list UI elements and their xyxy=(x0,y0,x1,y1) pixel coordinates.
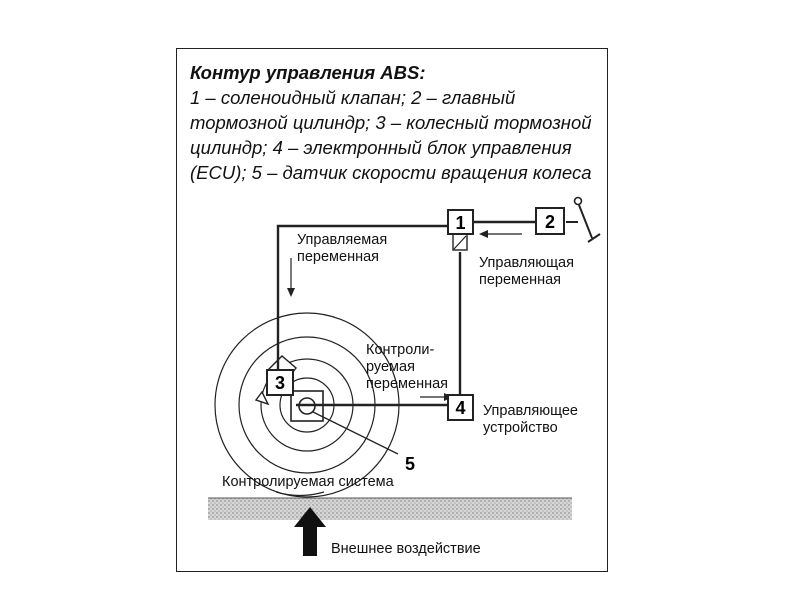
controlled-variable-text: Контроли-руемая переменная xyxy=(366,342,449,392)
brake-pedal-lever xyxy=(578,204,593,239)
label-1: 1 xyxy=(455,213,465,233)
box-4 xyxy=(447,394,474,421)
brake-pedal-pivot xyxy=(573,196,583,206)
managed-variable-arrow-head xyxy=(287,288,295,297)
system-brace xyxy=(275,491,325,497)
label-5: 5 xyxy=(405,454,415,474)
external-influence-label: Внешнее воздействие xyxy=(331,541,481,558)
control-device-label: Управляющее устройство xyxy=(483,403,583,437)
control-variable-text: Управляющая переменная xyxy=(479,255,574,288)
controlled-variable-label: Контроли-руемая переменная xyxy=(366,342,448,393)
diagram-caption: Контур управления ABS: 1 – соленоидный к… xyxy=(190,60,605,185)
label-3: 3 xyxy=(275,373,285,393)
label-2: 2 xyxy=(545,212,555,232)
sensor-leader-line xyxy=(312,411,399,455)
managed-variable-label: Управляемая переменная xyxy=(297,232,407,266)
box-3 xyxy=(266,369,294,396)
label-4: 4 xyxy=(455,398,465,418)
external-influence-arrow xyxy=(294,507,326,556)
managed-variable-text: Управляемая переменная xyxy=(297,232,388,265)
box-2 xyxy=(535,207,565,235)
control-device-text: Управляющее устройство xyxy=(483,403,578,436)
caption-title: Контур управления ABS: xyxy=(190,62,426,83)
road-surface xyxy=(208,498,572,520)
brake-pad-shape-lower xyxy=(254,390,270,406)
control-variable-arrow-head xyxy=(479,230,488,238)
loop-line-left xyxy=(276,224,448,380)
external-influence-text: Внешнее воздействие xyxy=(331,541,481,557)
box-1 xyxy=(447,209,474,235)
brake-pedal-foot xyxy=(587,233,601,243)
controlled-system-label: Контролируемая система xyxy=(222,474,394,491)
controlled-system-text: Контролируемая система xyxy=(222,474,394,490)
diagram-frame xyxy=(176,48,608,572)
solenoid-coil-diagonal xyxy=(453,235,467,250)
control-variable-label: Управляющая переменная xyxy=(479,255,601,289)
caption-legend: 1 – соленоидный клапан; 2 – главный торм… xyxy=(190,87,592,183)
